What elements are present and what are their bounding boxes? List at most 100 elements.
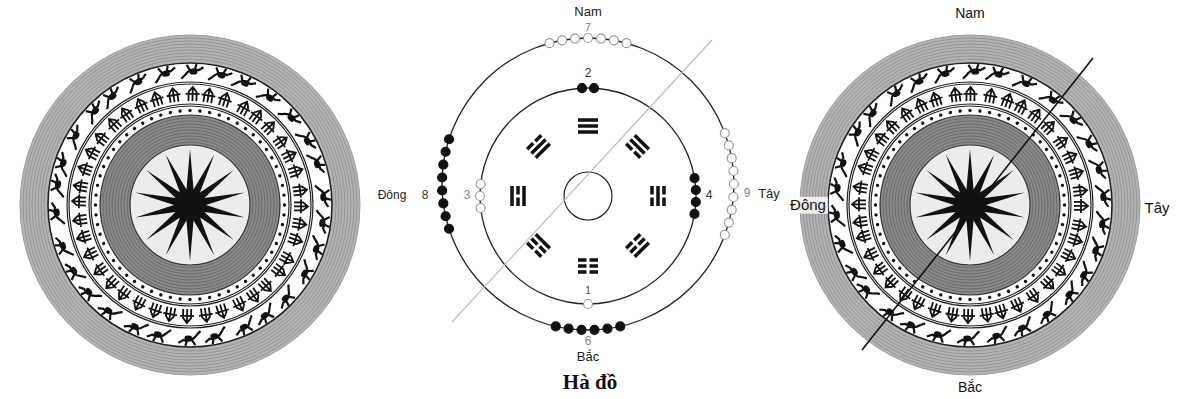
yin-dot	[589, 84, 598, 93]
number-label: 6	[585, 335, 592, 348]
drum-ring	[901, 136, 1039, 274]
bird-motif	[72, 131, 80, 140]
bronze-drum	[800, 35, 1140, 375]
bird-motif	[278, 104, 304, 130]
yin-dot	[438, 173, 447, 182]
figure-motif	[908, 294, 927, 313]
center-circle	[564, 172, 612, 220]
figure-motif	[129, 294, 148, 313]
yang-dot	[724, 141, 733, 150]
drum-ring	[883, 118, 1057, 292]
dot-motif	[874, 203, 877, 206]
drum-ring	[871, 106, 1069, 304]
dot-motif	[140, 285, 145, 290]
dot-motif	[106, 250, 111, 255]
bird-motif	[1017, 324, 1026, 332]
bird-motif	[52, 151, 73, 177]
dot-motif	[258, 139, 263, 144]
inner-circle	[480, 88, 696, 304]
figure-motif	[259, 117, 279, 137]
bird-motif	[829, 177, 847, 201]
bird-motif	[320, 193, 325, 201]
yin-dot	[551, 322, 560, 331]
yao-line	[526, 142, 534, 150]
drum-ring	[815, 50, 1125, 360]
bird-motif	[1093, 211, 1111, 235]
dot-motif	[1023, 279, 1028, 284]
bird-motif	[835, 211, 841, 219]
dot-motif	[159, 293, 163, 297]
dot-motif	[94, 193, 98, 197]
dot-motif	[235, 121, 240, 126]
dot-motif	[226, 116, 230, 120]
figure-motif	[961, 309, 975, 323]
yao-line	[534, 142, 551, 159]
dot-motif	[1058, 232, 1062, 236]
yang-dot	[727, 154, 736, 163]
drum-ring	[130, 145, 250, 265]
figure-motif	[278, 249, 297, 268]
figure-motif	[280, 146, 299, 165]
dot-motif	[891, 147, 896, 152]
bird-motif	[178, 331, 200, 346]
drum-ring	[20, 35, 360, 375]
bird-motif	[882, 82, 909, 107]
dot-motif	[258, 266, 263, 271]
yao-line	[637, 237, 645, 245]
dot-motif	[968, 298, 971, 301]
yin-dot	[691, 186, 700, 195]
bird-motif	[231, 72, 257, 95]
figure-motif	[234, 98, 253, 117]
dot-motif	[168, 111, 172, 115]
number-label: 2	[585, 67, 592, 80]
trigram-symbol	[625, 134, 650, 159]
bird-motif	[1064, 289, 1073, 298]
yin-dot	[564, 324, 573, 333]
yang-dot	[476, 180, 485, 189]
drum-ring	[91, 106, 289, 304]
drum-ring	[904, 139, 1036, 271]
bird-motif	[265, 94, 274, 103]
yao-line	[522, 186, 526, 206]
bird-motif	[829, 204, 846, 227]
dot-motif	[920, 121, 925, 126]
yin-dot	[438, 186, 447, 195]
bird-motif	[260, 311, 269, 320]
drum-ring	[67, 82, 313, 328]
bronze-drum	[20, 35, 360, 375]
figure-motif	[1071, 217, 1087, 233]
figure-motif	[101, 273, 121, 293]
drum-ring	[44, 59, 336, 351]
figure-motif	[166, 87, 182, 103]
yao-line	[656, 186, 660, 206]
dot-motif	[881, 241, 885, 245]
dot-motif	[1006, 289, 1010, 293]
drum-ring	[121, 136, 259, 274]
bird-motif	[840, 159, 847, 168]
direction-label: Tây	[758, 187, 780, 201]
bird-motif	[56, 180, 62, 189]
drum-ring	[23, 38, 357, 372]
direction-label: Tây	[1144, 200, 1169, 217]
yao-line	[534, 250, 542, 258]
drum-ring	[880, 115, 1060, 295]
dot-motif	[958, 109, 962, 113]
dot-motif	[178, 109, 182, 113]
figure-motif	[1074, 199, 1088, 213]
figure-motif	[72, 212, 88, 228]
bird-motif	[1048, 96, 1057, 105]
dot-motif	[280, 223, 284, 227]
bird-motif	[899, 314, 925, 337]
figure-motif	[1024, 286, 1043, 305]
dot-motif	[198, 109, 202, 113]
dot-motif	[149, 116, 153, 120]
yao-line	[625, 142, 633, 150]
dot-motif	[168, 295, 172, 299]
drum-ring	[69, 84, 311, 326]
drum-ring	[26, 41, 354, 369]
dot-motif	[997, 293, 1001, 297]
yao-line	[629, 138, 646, 155]
bird-motif	[1095, 185, 1111, 208]
dot-motif	[958, 297, 962, 301]
drum-ring	[847, 82, 1093, 328]
